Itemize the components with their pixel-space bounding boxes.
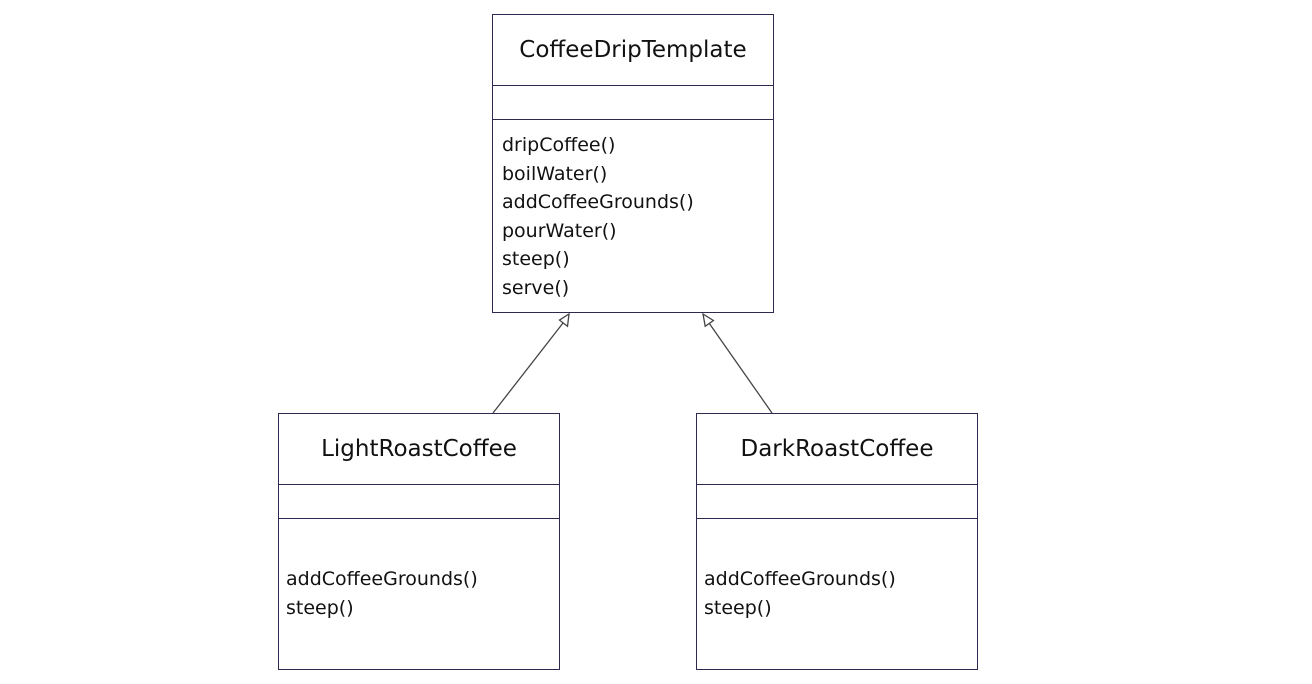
method-item: pourWater() (502, 219, 617, 242)
method-item: serve() (502, 276, 570, 299)
class-name: CoffeeDripTemplate (493, 15, 773, 86)
class-attributes (697, 485, 977, 519)
method-item: addCoffeeGrounds() (286, 568, 478, 590)
class-darkroastcoffee[interactable]: DarkRoastCoffee addCoffeeGrounds() steep… (696, 413, 978, 670)
class-attributes (493, 86, 773, 120)
generalization-arrowhead (702, 312, 715, 328)
class-lightroastcoffee[interactable]: LightRoastCoffee addCoffeeGrounds() stee… (278, 413, 560, 670)
method-item: steep() (502, 248, 570, 271)
method-item: dripCoffee() (502, 134, 616, 156)
edge-lightroast-to-coffeedrip[interactable] (492, 312, 570, 414)
class-attributes (279, 485, 559, 519)
method-item: addCoffeeGrounds() (502, 191, 694, 214)
edge-darkroast-to-coffeedrip[interactable] (702, 312, 773, 414)
generalization-arrowhead (558, 312, 570, 328)
method-item: steep() (286, 596, 354, 619)
class-methods: addCoffeeGrounds() steep() (697, 519, 977, 622)
class-name: LightRoastCoffee (279, 414, 559, 485)
class-methods: addCoffeeGrounds() steep() (279, 519, 559, 622)
class-methods: dripCoffee() boilWater() addCoffeeGround… (493, 120, 773, 303)
method-item: addCoffeeGrounds() (704, 568, 896, 590)
class-coffeedriptemplate[interactable]: CoffeeDripTemplate dripCoffee() boilWate… (492, 14, 774, 313)
class-name: DarkRoastCoffee (697, 414, 977, 485)
method-item: steep() (704, 596, 772, 619)
method-item: boilWater() (502, 162, 608, 185)
